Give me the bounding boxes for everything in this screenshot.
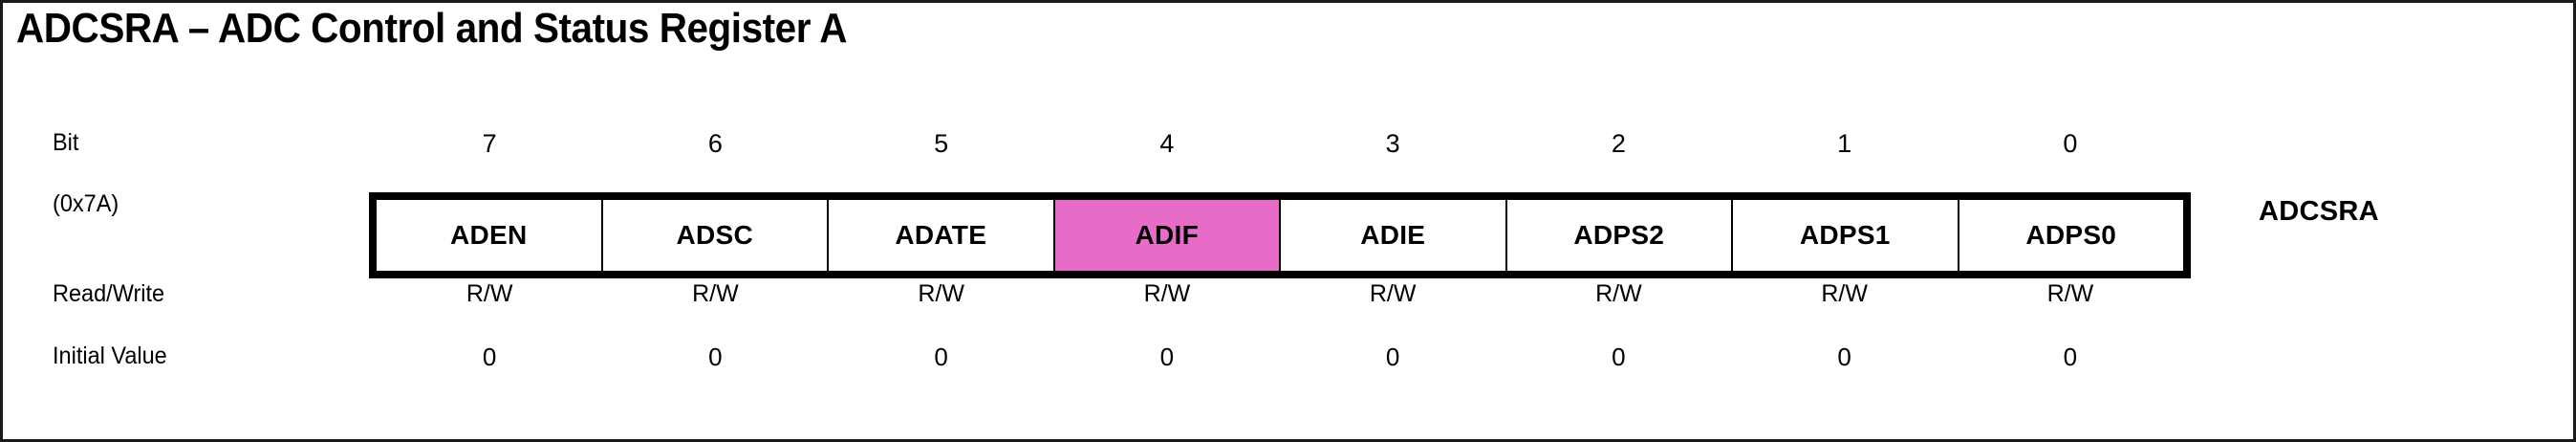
bit-initial-value: 0	[1159, 343, 1175, 371]
bit-number: 5	[934, 129, 949, 158]
row-label-read-write: Read/Write	[53, 280, 165, 307]
bit-number: 4	[1159, 129, 1175, 158]
bit-access: R/W	[1595, 280, 1642, 307]
bit-number: 1	[1837, 129, 1852, 158]
initial-value-row: 0 0 0 0 0 0 0 0	[369, 343, 2191, 372]
bit-cell-adie[interactable]: ADIE	[1281, 200, 1507, 271]
bit-access: R/W	[692, 280, 739, 307]
row-label-initial-value: Initial Value	[53, 343, 167, 369]
bit-number: 7	[482, 129, 497, 158]
row-label-address: (0x7A)	[53, 190, 119, 217]
bit-cell-adate[interactable]: ADATE	[829, 200, 1055, 271]
bit-initial-value: 0	[1837, 343, 1851, 371]
bit-cell-adps1[interactable]: ADPS1	[1733, 200, 1959, 271]
bit-number: 2	[1611, 129, 1626, 158]
bit-initial-value: 0	[708, 343, 723, 371]
bit-cell-adps0[interactable]: ADPS0	[1959, 200, 2183, 271]
bit-cell-adsc[interactable]: ADSC	[602, 200, 829, 271]
bit-number: 6	[707, 129, 723, 158]
bit-initial-value: 0	[934, 343, 948, 371]
bit-access: R/W	[918, 280, 964, 307]
bit-access: R/W	[465, 280, 513, 307]
bit-cell-adps2[interactable]: ADPS2	[1506, 200, 1733, 271]
bit-number: 0	[2063, 129, 2078, 158]
page-title: ADCSRA – ADC Control and Status Register…	[16, 5, 848, 52]
bit-access: R/W	[1369, 280, 1417, 307]
bit-access: R/W	[1821, 280, 1868, 307]
bit-initial-value: 0	[1612, 343, 1626, 371]
bit-number-row: 7 6 5 4 3 2 1 0	[369, 129, 2191, 159]
bit-cell-aden[interactable]: ADEN	[377, 200, 603, 271]
read-write-row: R/W R/W R/W R/W R/W R/W R/W R/W	[369, 280, 2191, 308]
bit-initial-value: 0	[2063, 343, 2078, 371]
bit-access: R/W	[2046, 280, 2094, 307]
row-label-bit: Bit	[53, 129, 79, 156]
bit-initial-value: 0	[1385, 343, 1400, 371]
bit-access: R/W	[1143, 280, 1191, 307]
bit-number: 3	[1385, 129, 1400, 158]
register-name-label: ADCSRA	[2259, 196, 2379, 227]
bit-initial-value: 0	[482, 343, 497, 371]
bit-cell-adif[interactable]: ADIF	[1054, 200, 1281, 271]
